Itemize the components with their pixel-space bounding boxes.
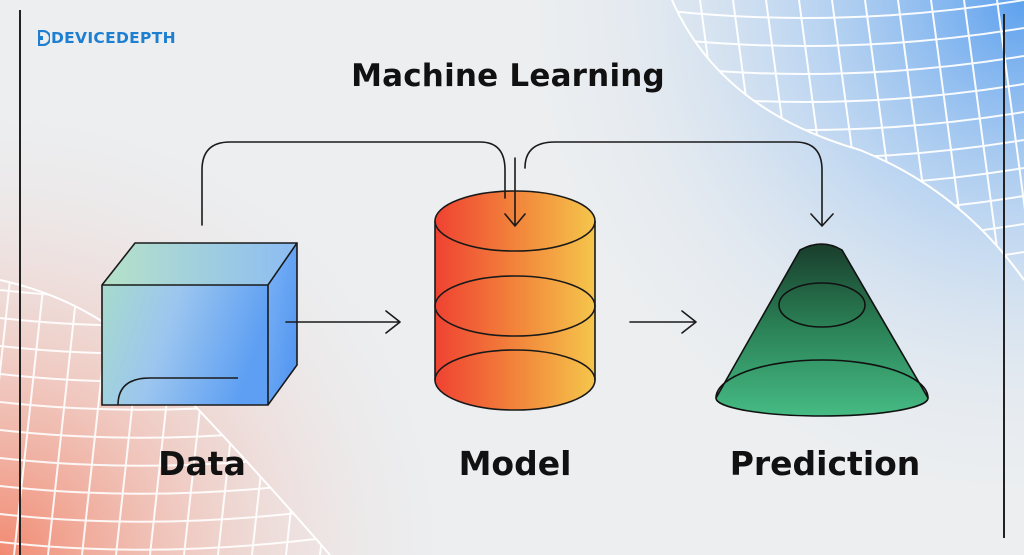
logo-text: DEVICEDEPTH	[51, 29, 176, 47]
input-down-arrow	[504, 157, 526, 227]
data-to-model-arrow	[285, 310, 401, 334]
stage-label-prediction: Prediction	[729, 444, 921, 483]
model-to-prediction-flow-arrow	[629, 310, 697, 334]
model-to-prediction-arrow	[524, 141, 834, 227]
model-cylinder-icon	[434, 190, 596, 411]
diagram-title: Machine Learning	[351, 58, 665, 94]
stage-label-model: Model	[458, 444, 572, 483]
flow-connectors	[201, 141, 834, 334]
logo-d-icon	[38, 30, 50, 46]
brand-logo: DEVICEDEPTH	[38, 27, 176, 49]
data-to-model-feedback-arrow	[201, 141, 506, 226]
stage-label-data: Data	[158, 444, 246, 483]
prediction-cone-icon	[715, 243, 929, 417]
data-cube-icon	[101, 242, 298, 406]
